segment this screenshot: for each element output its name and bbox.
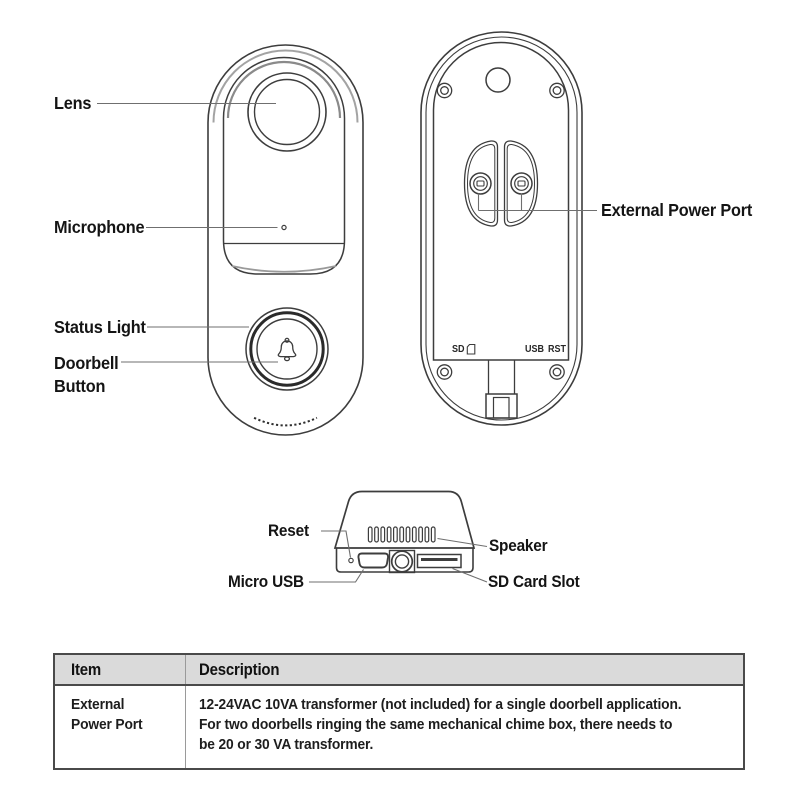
lens-inner-ring	[253, 78, 321, 146]
spec-table: Item Description External Power Port 12-…	[53, 653, 745, 770]
back-bottom-tab	[485, 360, 518, 419]
power-port-left-lobe-inner	[466, 143, 496, 224]
reset-leader-line	[321, 530, 352, 558]
faceplate-top-shading	[226, 60, 342, 119]
status-light-label: Status Light	[54, 317, 146, 337]
screw-hole-bottom-left	[436, 364, 453, 380]
connector-barrel-inner	[394, 554, 410, 569]
screw-hole-bottom-right	[549, 364, 565, 380]
external-power-port-leader-line	[477, 193, 597, 212]
back-top-hole	[485, 67, 511, 93]
description-cell: 12-24VAC 10VA transformer (not included)…	[186, 686, 743, 768]
front-body-top-shading	[212, 49, 359, 123]
speaker-slots	[367, 526, 436, 543]
power-terminal-screw-right-head	[514, 176, 529, 191]
speaker-slot	[393, 526, 398, 543]
external-power-port	[463, 140, 539, 227]
speaker-slot	[424, 526, 430, 543]
bell-icon-body	[277, 340, 297, 358]
bottom-dome-outline	[333, 490, 476, 549]
item-header-cell: Item	[55, 655, 186, 684]
spec-table-header-row: Item Description	[55, 655, 743, 686]
tab-foot-inner	[492, 396, 510, 419]
power-terminal-screw-left-slot	[476, 180, 485, 187]
speaker-slot	[367, 526, 373, 543]
speaker-slot	[405, 526, 411, 543]
power-terminal-screw-left	[469, 172, 492, 195]
item-cell: External Power Port	[55, 686, 186, 768]
power-port-right-lobe	[503, 140, 539, 227]
bell-icon-knob	[284, 337, 290, 343]
screw-hole-top-right-inner	[552, 86, 562, 95]
doorbell-button-label: Doorbell Button	[54, 352, 119, 397]
speaker-leader-line	[437, 537, 488, 548]
description-cell-line3: be 20 or 30 VA transformer.	[199, 736, 374, 753]
bell-icon-clapper	[283, 356, 291, 362]
tab-neck-lines	[487, 360, 516, 394]
front-faceplate-outline	[222, 56, 346, 275]
item-header-text: Item	[71, 660, 102, 679]
faceplate-bottom-shading	[231, 265, 337, 273]
speaker-label: Speaker	[489, 537, 548, 555]
doorbell-button-circle	[256, 318, 318, 380]
doorbell-button-label-line1: Doorbell	[54, 353, 119, 373]
sd-marking: SD	[452, 344, 465, 355]
mount-screw-holes	[436, 82, 565, 380]
item-cell-line2: Power Port	[71, 716, 143, 733]
back-body-inner-outline	[425, 36, 578, 421]
description-header-cell: Description	[186, 655, 743, 684]
sd-card-slot-shape	[416, 553, 462, 569]
bottom-view-diagram	[333, 490, 476, 574]
external-power-port-label: External Power Port	[601, 200, 753, 220]
leader-lines	[97, 102, 597, 583]
front-speaker-dots	[253, 416, 318, 427]
sd-card-slot-label: SD Card Slot	[488, 573, 580, 591]
bell-icon	[277, 337, 297, 362]
speaker-slot	[374, 526, 379, 543]
rst-marking: RST	[548, 344, 566, 355]
power-port-left-lobe	[463, 140, 499, 227]
speaker-slot	[430, 526, 436, 543]
item-cell-line1: External	[71, 696, 125, 713]
screw-hole-top-left	[436, 82, 453, 99]
speaker-slot	[386, 526, 392, 543]
power-port-right-lobe-inner	[506, 143, 536, 224]
back-mount-plate	[432, 41, 570, 361]
front-body-outline	[207, 44, 364, 436]
speaker-slot	[411, 526, 417, 543]
spec-table-body-row: External Power Port 12-24VAC 10VA transf…	[55, 686, 743, 768]
description-cell-line2: For two doorbells ringing the same mecha…	[199, 716, 673, 733]
usb-marking: USB	[525, 344, 545, 355]
sd-card-slot-leader-line	[452, 567, 488, 583]
speaker-slot	[418, 526, 423, 543]
status-light-ring	[245, 307, 329, 391]
reset-hole	[348, 557, 354, 564]
doorbell-button-label-line2: Button	[54, 375, 106, 396]
speaker-slot	[399, 526, 405, 543]
micro-usb-port	[357, 552, 390, 569]
micro-usb-leader-line	[309, 569, 364, 583]
description-cell-line1: 12-24VAC 10VA transformer (not included)…	[199, 696, 682, 713]
sd-card-icon	[466, 343, 476, 355]
microphone-hole	[281, 224, 287, 231]
reset-label: Reset	[268, 522, 309, 540]
back-view-diagram	[420, 31, 583, 426]
description-header-text: Description	[199, 660, 280, 679]
power-terminal-screw-right-slot	[517, 180, 526, 187]
back-body-outline	[420, 31, 583, 426]
screw-hole-bottom-left-inner	[440, 367, 449, 377]
screw-hole-top-right	[549, 82, 565, 99]
lens-label: Lens	[54, 93, 92, 113]
button-dark-ring	[249, 311, 325, 387]
lens-outer-ring	[247, 72, 327, 152]
sd-card-slot-opening	[421, 558, 458, 561]
screw-hole-top-left-inner	[440, 86, 449, 95]
front-view-diagram	[207, 44, 364, 436]
speaker-slot	[380, 526, 386, 543]
microphone-label: Microphone	[54, 217, 145, 237]
power-terminal-screw-left-head	[473, 176, 488, 191]
micro-usb-label: Micro USB	[228, 573, 304, 591]
screw-hole-bottom-right-inner	[552, 367, 562, 377]
